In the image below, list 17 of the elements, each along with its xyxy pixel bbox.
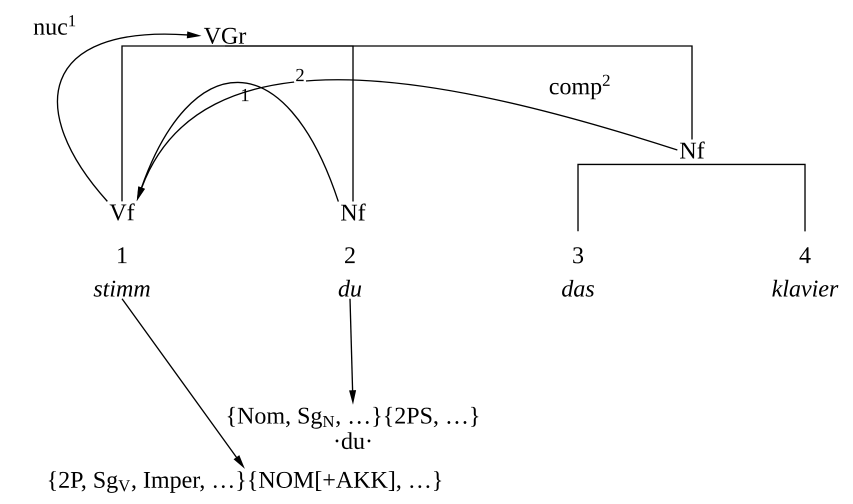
category-label: Nf xyxy=(341,204,366,220)
feature-label: {Nom, Sg$_{N}$, …}{2PS, …} ·du· xyxy=(228,406,478,450)
category-label: VGr xyxy=(204,28,246,44)
feature-label: {2P, Sg$_{V}$, Imper, …}{NOM[+AKK], …} xyxy=(48,471,442,493)
category-label: Nf xyxy=(680,142,705,158)
word-label: 4 klavier xyxy=(772,247,838,297)
tree-line xyxy=(577,164,692,232)
word-label: 3 das xyxy=(562,247,594,297)
category-label: Vf xyxy=(110,203,135,221)
tree-line xyxy=(121,45,225,202)
tree-line xyxy=(692,164,806,232)
word-label: 2 du xyxy=(338,247,362,297)
edge-label: 2 xyxy=(294,68,306,83)
relation-label: comp$^{2}$ xyxy=(550,74,610,100)
word-label: 1 stimm xyxy=(94,247,150,297)
tree-line xyxy=(225,45,693,140)
edge-label: nuc$^{1}$ xyxy=(32,14,78,36)
